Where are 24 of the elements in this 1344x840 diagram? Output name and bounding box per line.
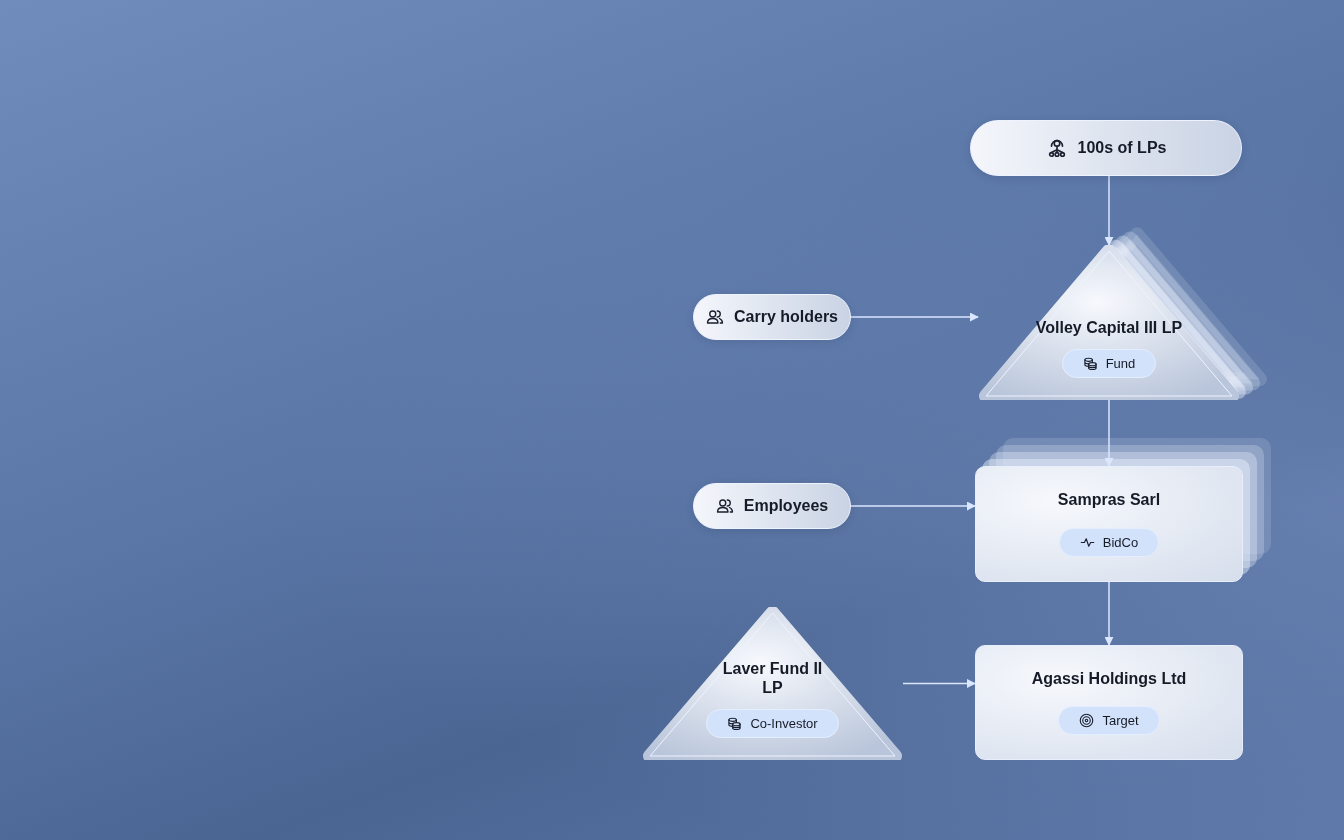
arrow [1104,581,1114,646]
group-label: Employees [743,496,829,516]
group-pill [693,294,851,340]
arrow [850,312,979,322]
entity-name: Sampras Sarl [1057,491,1161,510]
group-label: 100s of LPs [1077,138,1167,158]
arrow [902,679,976,688]
entity-triangle [642,607,903,760]
group-pill [970,120,1242,176]
role-label: BidCo [1102,534,1139,550]
entity-box [975,466,1243,582]
role-label: Target [1102,713,1139,729]
group-pill [693,483,851,529]
entity-triangle [978,245,1240,400]
entity-name: Laver Fund II LP [721,660,824,697]
entity-box [975,645,1243,760]
role-label: Fund [1105,356,1136,371]
arrow [850,501,976,511]
role-label: Co-Investor [750,716,818,731]
arrow [1104,399,1114,467]
arrow [1104,175,1114,246]
entity-name: Agassi Holdings Ltd [1031,669,1187,689]
entity-name: Volley Capital III LP [1034,318,1184,337]
group-label: Carry holders [733,307,838,327]
